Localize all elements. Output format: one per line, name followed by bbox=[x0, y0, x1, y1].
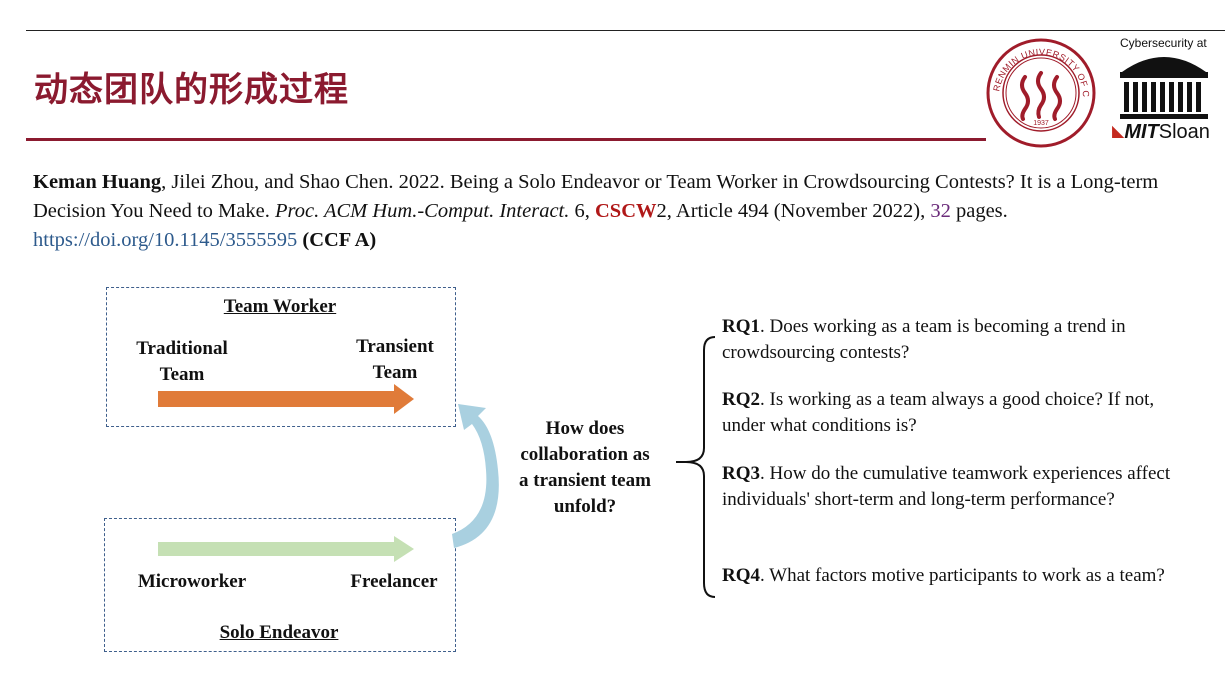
orange-arrow bbox=[158, 384, 414, 414]
mit-sloan-logo-icon bbox=[1120, 57, 1208, 119]
question-line-3: a transient team bbox=[519, 470, 651, 491]
brace bbox=[676, 336, 716, 598]
transient-line-1: Transient bbox=[356, 336, 434, 357]
rq2-text: . Is working as a team always a good cho… bbox=[722, 389, 1155, 436]
traditional-line-1: Traditional bbox=[136, 338, 228, 359]
rq1-text: . Does working as a team is becoming a t… bbox=[722, 316, 1126, 363]
rq2-id: RQ2 bbox=[722, 389, 760, 410]
rq3-text: . How do the cumulative teamwork experie… bbox=[722, 463, 1171, 510]
solo-endeavor-title: Solo Endeavor bbox=[219, 622, 339, 643]
freelancer-label: Freelancer bbox=[350, 571, 438, 592]
citation-text-1: , Jilei Zhou, and Shao Chen. 2022. Being… bbox=[33, 171, 1159, 222]
question-line-2: collaboration as bbox=[520, 444, 650, 465]
seal-year: 1937 bbox=[1033, 120, 1049, 127]
citation-text-3: 2, Article 494 (November 2022), bbox=[656, 200, 931, 222]
mit-sloan-brand: ◣MITSloan bbox=[1112, 121, 1210, 143]
rq1-id: RQ1 bbox=[722, 316, 760, 337]
doi-link[interactable]: https://doi.org/10.1145/3555595 bbox=[33, 229, 298, 251]
rq4-text: . What factors motive participants to wo… bbox=[760, 565, 1165, 586]
slide-title: 动态团队的形成过程 bbox=[34, 70, 349, 110]
research-question-4: RQ4. What factors motive participants to… bbox=[722, 563, 1182, 589]
research-question-2: RQ2. Is working as a team always a good … bbox=[722, 387, 1182, 439]
title-rule bbox=[26, 138, 986, 141]
citation-pages: 32 bbox=[930, 200, 951, 222]
citation-venue: CSCW bbox=[595, 200, 657, 222]
citation-paragraph: Keman Huang, Jilei Zhou, and Shao Chen. … bbox=[33, 168, 1203, 255]
traditional-line-2: Team bbox=[159, 364, 205, 385]
mit-brand-bold: MIT bbox=[1124, 121, 1159, 143]
transient-line-2: Team bbox=[372, 362, 418, 383]
team-worker-title: Team Worker bbox=[223, 296, 337, 317]
rq3-id: RQ3 bbox=[722, 463, 760, 484]
solo-endeavor-box bbox=[104, 518, 456, 652]
renmin-university-seal-icon: RENMIN UNIVERSITY OF CHINA 1937 bbox=[985, 37, 1096, 148]
team-worker-box bbox=[106, 287, 456, 427]
green-arrow bbox=[158, 536, 414, 562]
top-rule bbox=[26, 30, 1225, 31]
mit-brand-rest: Sloan bbox=[1158, 121, 1210, 143]
rq4-id: RQ4 bbox=[722, 565, 760, 586]
central-question: How does collaboration as a transient te… bbox=[500, 416, 670, 520]
citation-rank: (CCF A) bbox=[297, 229, 377, 251]
mit-caption: Cybersecurity at bbox=[1120, 36, 1207, 50]
citation-journal: Proc. ACM Hum.-Comput. Interact. bbox=[275, 200, 570, 222]
research-question-1: RQ1. Does working as a team is becoming … bbox=[722, 314, 1182, 366]
question-line-1: How does bbox=[545, 418, 625, 439]
citation-author: Keman Huang bbox=[33, 171, 162, 193]
question-line-4: unfold? bbox=[553, 496, 617, 517]
traditional-team-label: Traditional Team bbox=[120, 336, 244, 388]
microworker-label: Microworker bbox=[137, 571, 247, 592]
research-question-3: RQ3. How do the cumulative teamwork expe… bbox=[722, 461, 1182, 513]
citation-text-2: 6, bbox=[569, 200, 595, 222]
citation-text-4: pages. bbox=[950, 200, 1008, 222]
curved-blue-arrow bbox=[452, 404, 499, 548]
transient-team-label: Transient Team bbox=[340, 334, 450, 386]
